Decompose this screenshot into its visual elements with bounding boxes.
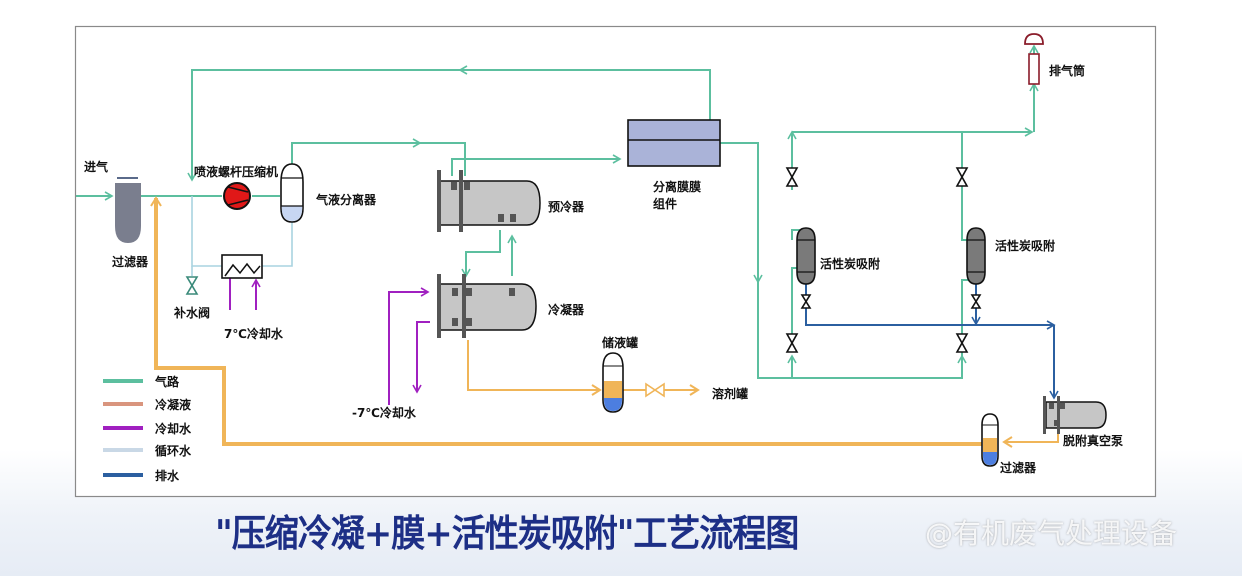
label-makeup-valve: 补水阀 — [173, 305, 210, 320]
carbon-adsorber-1[interactable] — [796, 227, 816, 285]
makeup-valve[interactable] — [185, 276, 199, 295]
circulating-water-lines — [191, 196, 293, 276]
desorption-vacuum-pump[interactable] — [1043, 396, 1107, 434]
label-condenser: 冷凝器 — [548, 302, 585, 317]
solvent-valve[interactable] — [645, 382, 665, 398]
heat-exchanger[interactable] — [221, 254, 263, 279]
label-exhaust: 排气筒 — [1049, 63, 1085, 78]
legend-label-condensate: 冷凝液 — [155, 397, 191, 412]
screw-compressor[interactable] — [223, 182, 251, 210]
storage-tank[interactable] — [602, 352, 624, 413]
label-membrane-1: 分离膜膜 — [653, 179, 701, 194]
membrane-module[interactable] — [627, 119, 721, 167]
precooler[interactable] — [437, 170, 541, 232]
label-filter-out: 过滤器 — [1000, 460, 1037, 475]
legend-label-gas: 气路 — [154, 374, 180, 389]
outlet-filter[interactable] — [981, 413, 999, 467]
label-compressor: 喷液螺杆压缩机 — [194, 164, 278, 179]
label-separator: 气液分离器 — [315, 192, 377, 207]
label-carbon-2: 活性炭吸附 — [995, 238, 1055, 253]
gas-lines — [76, 44, 1039, 379]
label-solvent-tank: 溶剂罐 — [712, 386, 748, 401]
condensate-return-line — [150, 196, 984, 446]
gas-liquid-separator[interactable] — [280, 163, 304, 223]
legend-label-circulating: 循环水 — [155, 443, 192, 458]
exhaust-stack[interactable] — [1024, 33, 1044, 85]
cooling-water-lines — [225, 270, 430, 405]
label-vacuum-pump: 脱附真空泵 — [1063, 433, 1123, 448]
label-precooler: 预冷器 — [548, 199, 585, 214]
label-inlet: 进气 — [84, 159, 108, 174]
valves-carbon[interactable] — [785, 167, 982, 353]
page-title: "压缩冷凝+膜+活性炭吸附"工艺流程图 — [215, 512, 799, 556]
legend: 气路 冷凝液 冷却水 循环水 排水 — [103, 374, 192, 483]
label-filter-in: 过滤器 — [112, 254, 149, 269]
legend-label-drain: 排水 — [155, 468, 180, 483]
label-carbon-1: 活性炭吸附 — [820, 256, 880, 271]
inlet-filter[interactable] — [115, 177, 141, 243]
label-cooling-7: 7℃冷却水 — [224, 326, 284, 341]
label-membrane-2: 组件 — [653, 196, 677, 211]
carbon-adsorber-2[interactable] — [966, 227, 986, 285]
condenser[interactable] — [437, 274, 537, 338]
legend-label-cooling: 冷却水 — [155, 421, 192, 436]
label-cooling-m7: -7℃冷却水 — [352, 405, 417, 420]
label-storage-tank: 储液罐 — [602, 335, 638, 350]
watermark: @有机废气处理设备 — [925, 517, 1178, 550]
